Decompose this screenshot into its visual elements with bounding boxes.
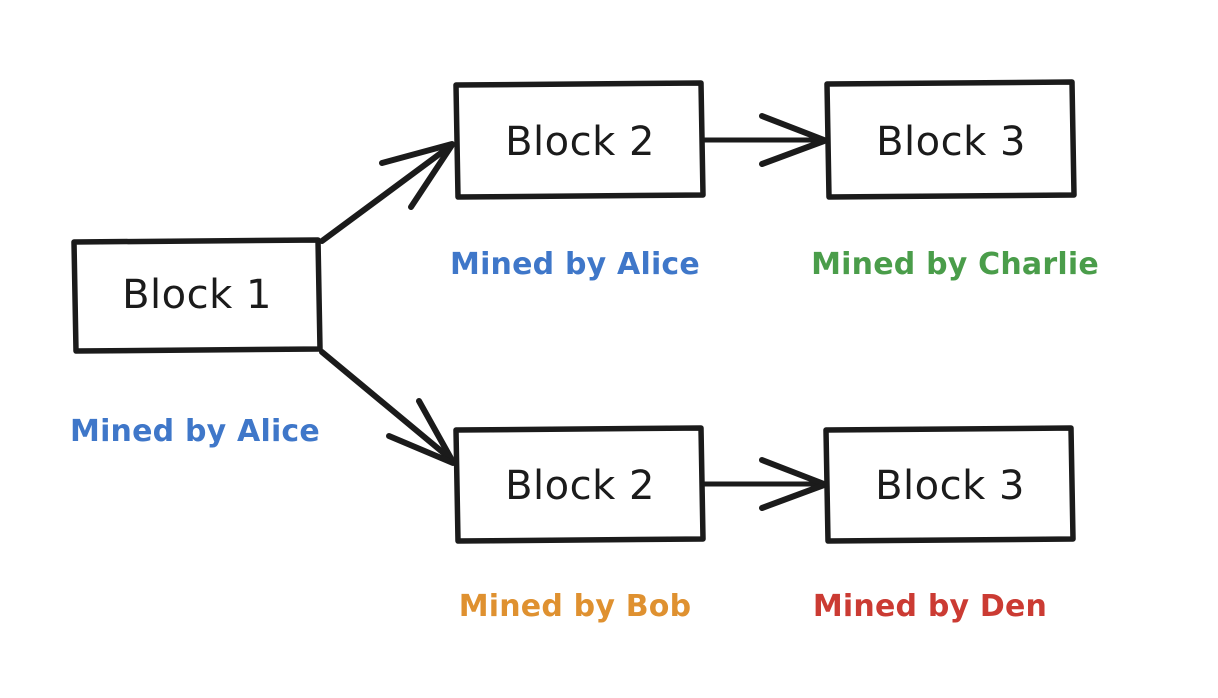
block-1-label: Block 1 bbox=[122, 272, 272, 318]
block-1-miner-label: Mined by Alice bbox=[70, 414, 320, 449]
arrow-top-block2-to-top-block3 bbox=[700, 113, 827, 167]
node-block-1[interactable]: Block 1 bbox=[71, 237, 323, 354]
top-block-2-miner-label: Mined by Alice bbox=[450, 247, 700, 282]
node-bottom-block-2[interactable]: Block 2 bbox=[453, 425, 706, 544]
arrowhead-top-row-upper-barb bbox=[759, 113, 827, 143]
node-bottom-block-3[interactable]: Block 3 bbox=[823, 425, 1076, 544]
bottom-block-2-box bbox=[453, 425, 706, 544]
block-1-box bbox=[71, 237, 323, 354]
arrow-shaft-lower bbox=[319, 349, 455, 463]
arrowhead-lower-bottom-barb bbox=[386, 433, 456, 466]
bottom-block-3-box bbox=[823, 425, 1076, 544]
arrow-block1-to-top-block2 bbox=[319, 141, 455, 244]
arrowhead-upper-bottom-barb bbox=[408, 142, 455, 210]
bottom-block-2-label: Block 2 bbox=[505, 463, 655, 509]
arrowhead-upper-top-barb bbox=[379, 141, 455, 166]
bottom-block-3-label: Block 3 bbox=[875, 463, 1025, 509]
top-block-2-label: Block 2 bbox=[505, 119, 655, 165]
arrowhead-top-row-lower-barb bbox=[759, 138, 827, 167]
arrow-bottom-block2-to-bottom-block3 bbox=[700, 457, 827, 511]
top-block-3-miner-label: Mined by Charlie bbox=[811, 247, 1099, 282]
bottom-block-3-miner-label: Mined by Den bbox=[813, 589, 1047, 624]
arrow-shaft-upper bbox=[319, 144, 452, 244]
top-block-3-label: Block 3 bbox=[876, 119, 1026, 165]
node-top-block-3[interactable]: Block 3 bbox=[824, 79, 1077, 200]
node-top-block-2[interactable]: Block 2 bbox=[453, 80, 706, 200]
arrow-block1-to-bottom-block2 bbox=[319, 349, 456, 466]
arrowhead-bottom-row-lower-barb bbox=[759, 482, 827, 511]
top-block-2-box bbox=[453, 80, 706, 200]
arrowhead-bottom-row-upper-barb bbox=[759, 457, 827, 487]
arrowhead-lower-top-barb bbox=[416, 398, 456, 465]
bottom-block-2-miner-label: Mined by Bob bbox=[459, 589, 692, 624]
top-block-3-box bbox=[824, 79, 1077, 200]
